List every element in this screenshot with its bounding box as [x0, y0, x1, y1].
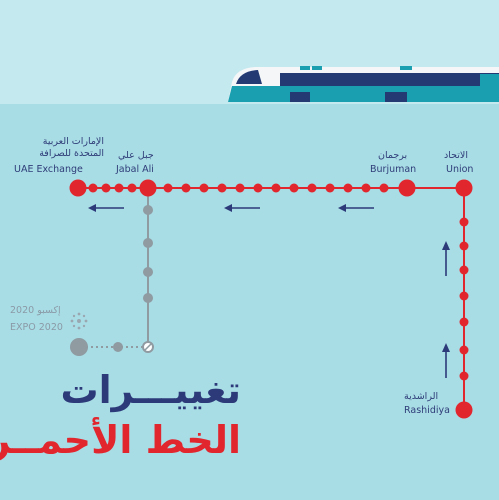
- title-line-1: تغييـــرات: [60, 368, 241, 412]
- rashidiya-label-ar: الراشدية: [404, 391, 439, 402]
- grey-station-dot: [113, 342, 123, 352]
- burjuman-label-en: Burjuman: [370, 164, 417, 175]
- union-label-ar: الاتحاد: [444, 150, 468, 161]
- jabal-ali-label-ar: جبل علي: [118, 150, 154, 161]
- burjuman-station-dot: [398, 179, 416, 197]
- expo-label-en: EXPO 2020: [10, 322, 63, 333]
- uae-exchange-label-ar: الإمارات العربية المتحدة للصرافة: [39, 136, 104, 159]
- burjuman-label-ar: برجمان: [378, 150, 408, 161]
- union-station-dot: [455, 179, 473, 197]
- expo-logo-icon: [70, 312, 88, 330]
- grey-station-dot: [143, 293, 153, 303]
- title-line-2: الخط الأحمــر: [0, 418, 241, 462]
- union-label-en: Union: [446, 164, 474, 175]
- grey-station-dot: [143, 205, 153, 215]
- rashidiya-label-en: Rashidiya: [404, 405, 450, 416]
- rashidiya-station-dot: [455, 401, 473, 419]
- jabal-ali-label-en: Jabal Ali: [116, 164, 154, 175]
- jabal-ali-station-dot: [139, 179, 157, 197]
- metro-train-icon: [228, 66, 499, 102]
- uae-exchange-label-en: UAE Exchange: [14, 164, 83, 175]
- red-line: [69, 179, 473, 419]
- uae-exchange-station-dot: [69, 179, 87, 197]
- grey-station-dot: [143, 238, 153, 248]
- direction-arrow-icon: [88, 204, 450, 378]
- grey-branch-line: [70, 190, 154, 356]
- expo-label-ar: إكسبو 2020: [10, 305, 61, 316]
- expo-station-dot: [70, 338, 88, 356]
- grey-station-dot: [143, 267, 153, 277]
